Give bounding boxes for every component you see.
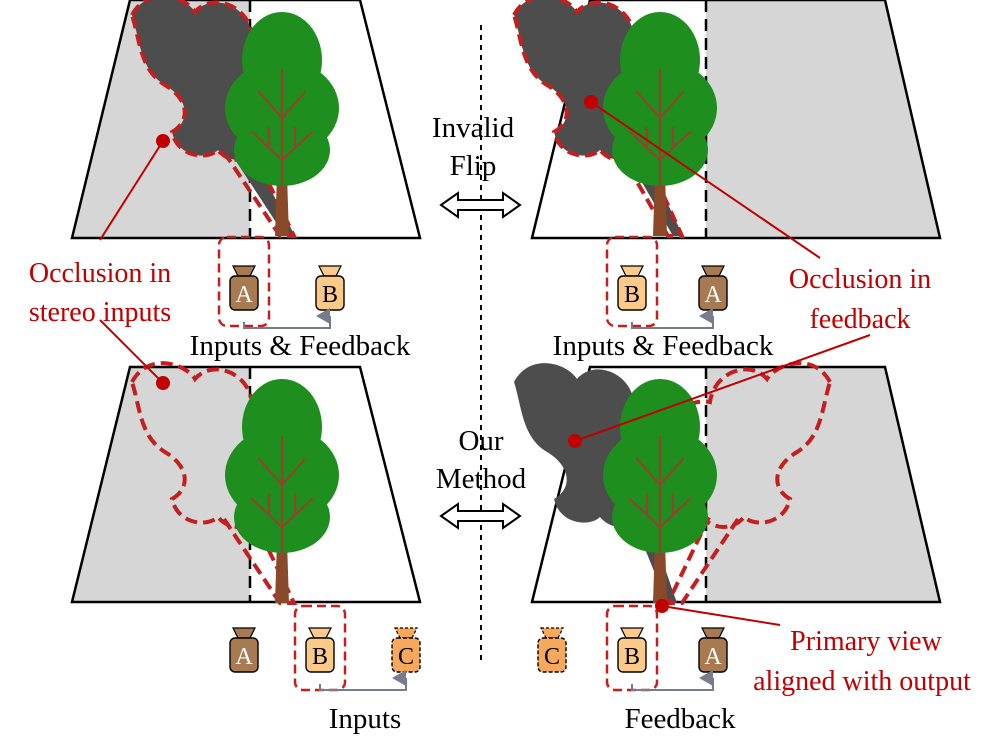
ground-left	[72, 367, 250, 602]
image-frame	[70, 365, 422, 604]
cameras-top-left: A B	[217, 235, 345, 329]
leader-lines	[99, 101, 871, 626]
image-frame	[70, 0, 422, 240]
panel-bottom-right	[514, 361, 942, 613]
camera-label: C	[544, 644, 560, 670]
flip-double-arrow	[439, 191, 522, 219]
panel-top-left	[70, 0, 422, 240]
camera-label: B	[312, 644, 328, 670]
image-frame	[530, 365, 942, 604]
camera-link-arrow	[631, 670, 714, 691]
occlusion-feedback-label: Occlusion in	[789, 264, 931, 295]
inputs-feedback-caption: Inputs & Feedback	[190, 330, 411, 362]
panel-top-right	[512, 0, 942, 240]
image-frame	[530, 0, 942, 240]
camera-label: A	[704, 282, 722, 308]
our-method-label: Our	[458, 425, 503, 457]
method-double-arrow	[439, 502, 522, 530]
invalid-flip-label: Invalid	[432, 112, 515, 144]
camera-label: A	[235, 644, 253, 670]
camera-label: B	[624, 282, 640, 308]
output-occlusion-outline	[664, 361, 832, 605]
cameras-bottom-right: C B A	[537, 604, 728, 692]
occlusion-stereo-label: stereo inputs	[29, 297, 171, 328]
ground-right	[706, 0, 940, 238]
primary-view-label: Primary view	[790, 626, 942, 657]
occlusion-feedback-label: feedback	[809, 304, 910, 335]
our-method-label: Method	[436, 463, 527, 495]
camera-label: B	[322, 282, 338, 308]
ground-right	[706, 367, 940, 602]
camera-link-arrow	[631, 308, 714, 329]
camera-icon	[391, 627, 421, 673]
cameras-top-right: B A	[605, 235, 728, 329]
camera-link-arrow	[243, 308, 331, 329]
camera-label: B	[624, 644, 640, 670]
camera-label: A	[235, 282, 253, 308]
inputs-caption: Inputs	[329, 703, 402, 735]
primary-view-label: aligned with output	[753, 666, 971, 697]
cameras-bottom-left: A B C	[229, 604, 421, 692]
occlusion-stereo-label: Occlusion in	[29, 258, 171, 289]
camera-label: C	[398, 644, 414, 670]
feedback-caption: Feedback	[624, 703, 736, 735]
invalid-flip-label: Flip	[450, 150, 497, 182]
camera-link-arrow	[319, 670, 407, 691]
camera-icon	[537, 627, 567, 673]
camera-label: A	[704, 644, 722, 670]
inputs-feedback-caption: Inputs & Feedback	[553, 330, 774, 362]
occlusion-outline	[222, 147, 298, 238]
panel-bottom-left	[70, 361, 422, 605]
occlusion-outline	[222, 514, 298, 605]
